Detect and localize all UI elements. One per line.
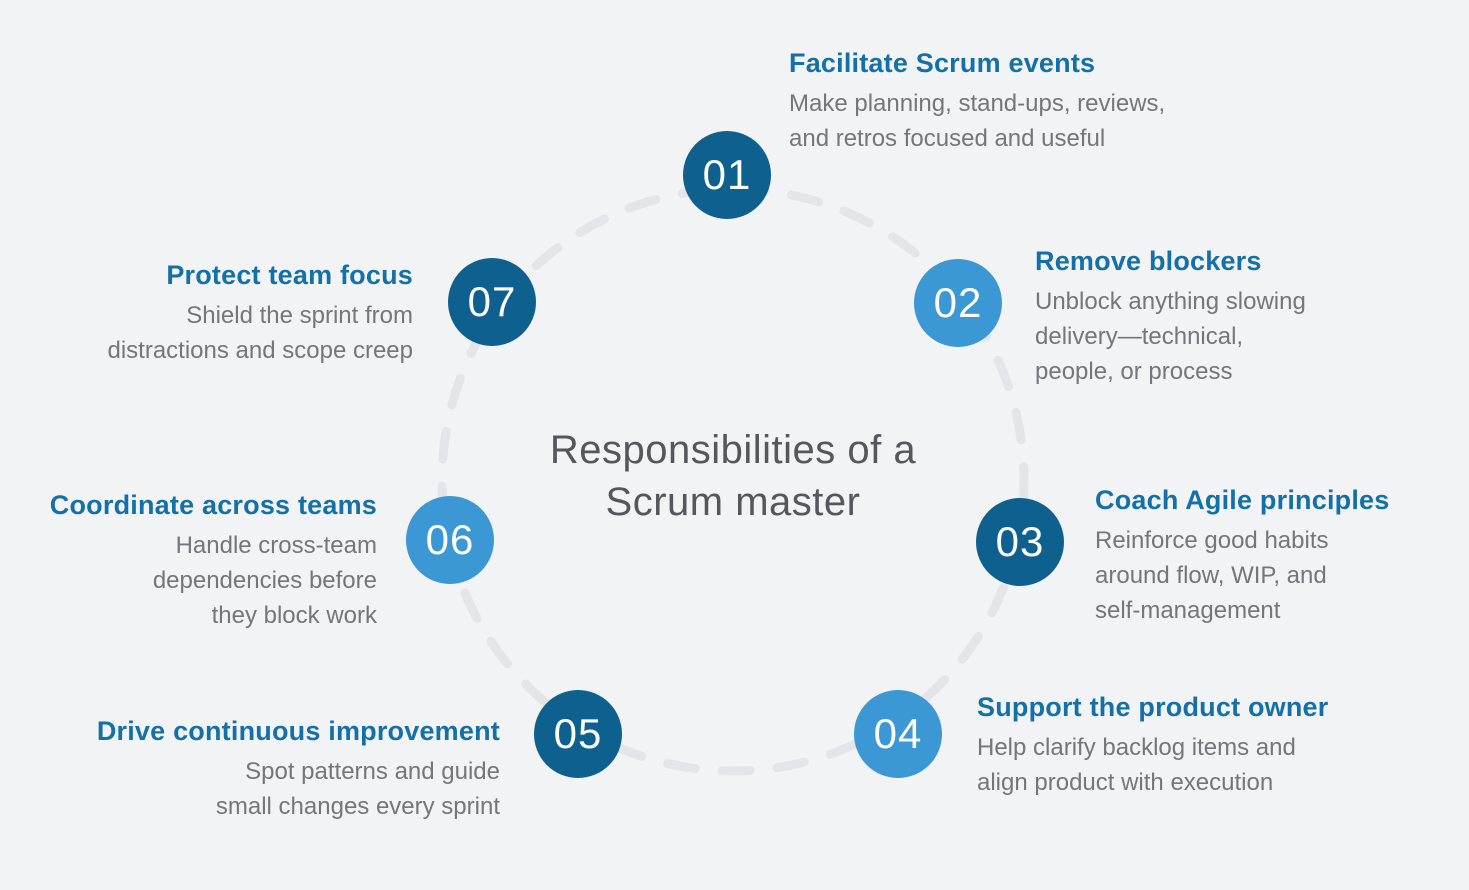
step-text-01: Facilitate Scrum events Make planning, s…: [789, 48, 1229, 156]
step-circle-01: 01: [683, 131, 771, 219]
step-text-06: Coordinate across teams Handle cross-tea…: [7, 490, 377, 633]
center-title: Responsibilities of a Scrum master: [549, 428, 917, 524]
step-title: Coach Agile principles: [1095, 485, 1390, 515]
step-text-02: Remove blockers Unblock anything slowing…: [1035, 246, 1425, 389]
step-description: Make planning, stand-ups, reviews, and r…: [789, 90, 1166, 152]
step-text-07: Protect team focus Shield the sprint fro…: [23, 260, 413, 368]
step-number: 04: [873, 710, 923, 757]
step-title: Coordinate across teams: [49, 490, 377, 520]
step-number: 03: [995, 518, 1045, 565]
step-title: Drive continuous improvement: [96, 716, 500, 746]
step-title: Remove blockers: [1035, 246, 1262, 276]
step-description: Spot patterns and guide small changes ev…: [215, 758, 500, 820]
step-text-03: Coach Agile principles Reinforce good ha…: [1095, 485, 1455, 628]
step-circle-05: 05: [534, 690, 622, 778]
step-title: Support the product owner: [977, 692, 1329, 722]
step-text-04: Support the product owner Help clarify b…: [977, 692, 1407, 800]
step-circle-06: 06: [406, 496, 494, 584]
step-circle-02: 02: [914, 259, 1002, 347]
step-description: Unblock anything slowing delivery—techni…: [1035, 288, 1306, 385]
step-description: Shield the sprint from distractions and …: [107, 302, 413, 364]
step-text-05: Drive continuous improvement Spot patter…: [40, 716, 500, 824]
step-number: 02: [933, 279, 983, 326]
step-circle-03: 03: [976, 498, 1064, 586]
step-description: Help clarify backlog items and align pro…: [977, 734, 1296, 796]
step-circle-04: 04: [854, 690, 942, 778]
step-number: 05: [553, 710, 603, 757]
step-circle-07: 07: [448, 258, 536, 346]
step-description: Reinforce good habits around flow, WIP, …: [1095, 527, 1329, 624]
step-description: Handle cross-team dependencies before th…: [152, 532, 377, 629]
step-number: 01: [702, 151, 752, 198]
step-number: 07: [467, 278, 517, 325]
step-title: Protect team focus: [166, 260, 413, 290]
step-title: Facilitate Scrum events: [789, 48, 1096, 78]
step-number: 06: [425, 516, 475, 563]
